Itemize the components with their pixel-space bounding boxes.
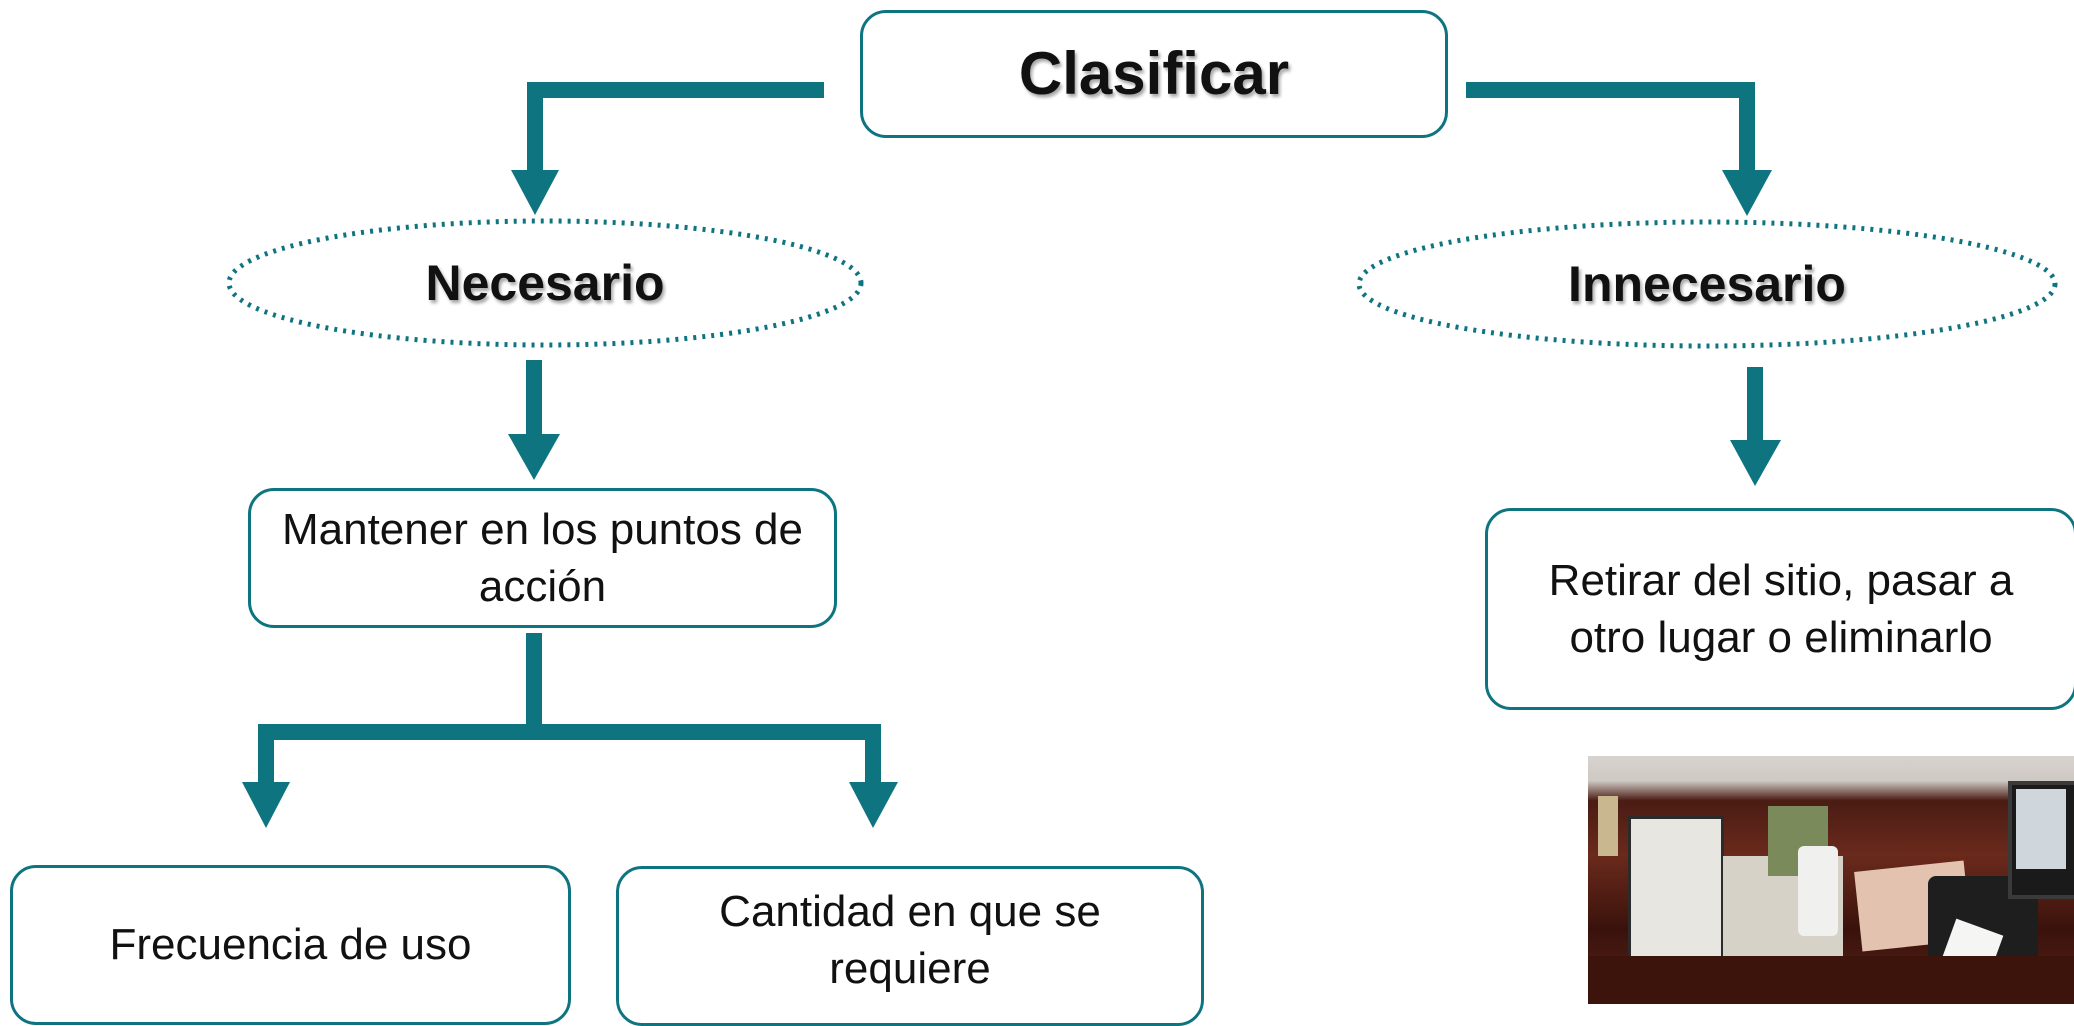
- retirar-label: Retirar del sitio, pasar a otro lugar o …: [1548, 555, 2014, 662]
- necesario-label: Necesario: [425, 255, 665, 311]
- desk-with-clutter-photo: [1588, 756, 2074, 1004]
- frecuencia-label: Frecuencia de uso: [109, 920, 472, 970]
- innecesario-oval: [1356, 219, 2058, 349]
- mantener-node: Mantener en los puntos de acción: [248, 488, 837, 628]
- connector-arrows: [226, 82, 2058, 828]
- root-label: Clasificar: [1018, 40, 1290, 107]
- innecesario-node: Innecesario: [1359, 222, 2055, 346]
- root-node: Clasificar: [860, 10, 1448, 138]
- mantener-label: Mantener en los puntos de acción: [281, 504, 804, 611]
- necesario-node: Necesario: [229, 221, 861, 345]
- cantidad-label: Cantidad en que se requiere: [719, 887, 1101, 994]
- necesario-oval: [226, 218, 864, 348]
- cantidad-node: Cantidad en que se requiere: [616, 866, 1204, 1026]
- innecesario-label: Innecesario: [1568, 256, 1846, 312]
- retirar-node: Retirar del sitio, pasar a otro lugar o …: [1485, 508, 2074, 710]
- frecuencia-node: Frecuencia de uso: [10, 865, 571, 1025]
